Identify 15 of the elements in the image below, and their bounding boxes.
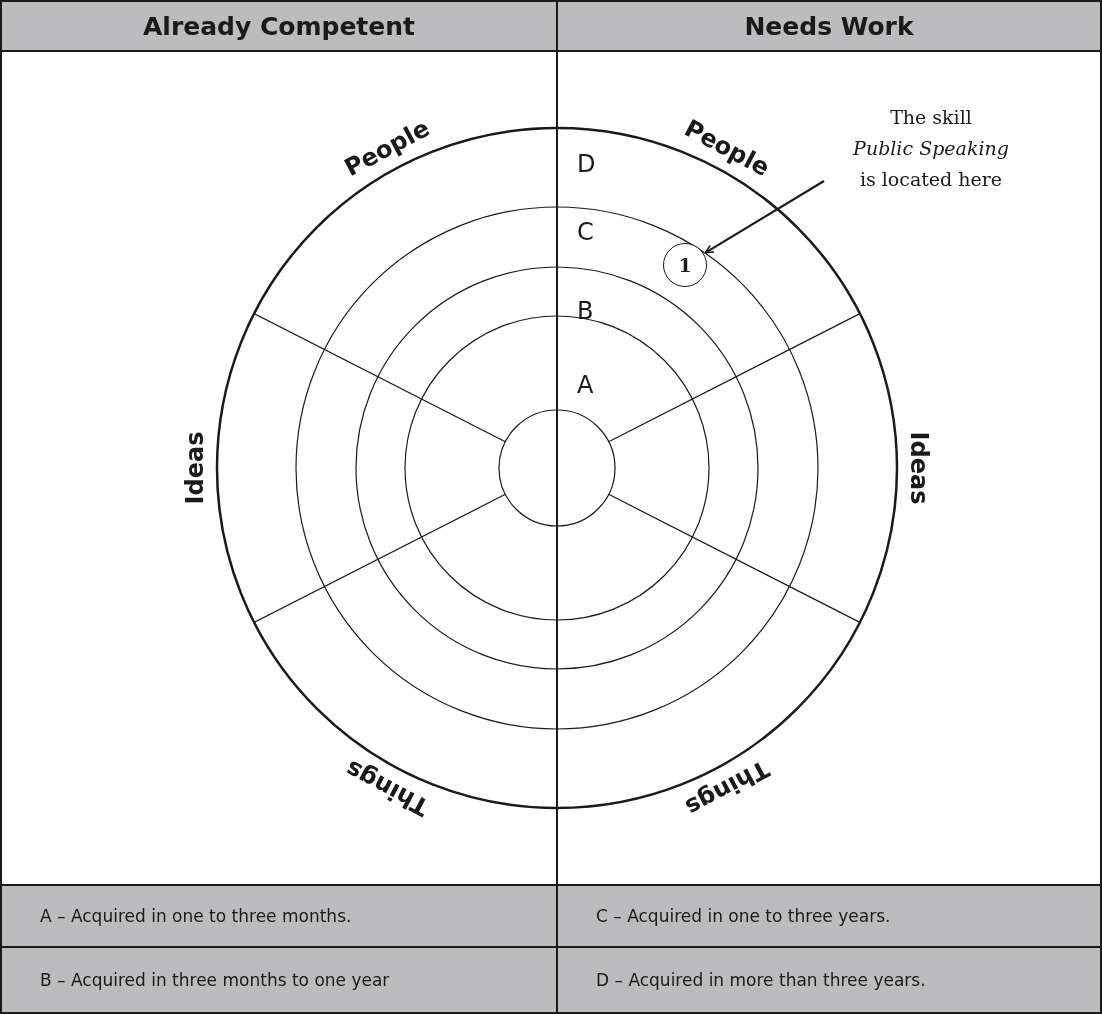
ring-letter: D — [577, 152, 596, 176]
ring-letter: A — [577, 373, 594, 397]
table-cell: C – Acquired in one to three years. — [556, 884, 1102, 948]
callout-text: The skill Public Speaking is located here — [822, 102, 1040, 195]
numbered-circle: 1 — [663, 243, 707, 287]
column-header: Already Competent — [0, 0, 558, 52]
table-cell: A – Acquired in one to three months. — [0, 884, 558, 948]
sector-label: Ideas — [182, 431, 207, 505]
column-header: Needs Work — [556, 0, 1102, 52]
table-cell: D – Acquired in more than three years. — [556, 946, 1102, 1014]
arrow — [704, 180, 825, 254]
ring-letter: B — [577, 299, 594, 323]
ring-letter: C — [577, 220, 594, 244]
sector-label: Ideas — [906, 431, 931, 505]
table-cell: B – Acquired in three months to one year — [0, 946, 558, 1014]
